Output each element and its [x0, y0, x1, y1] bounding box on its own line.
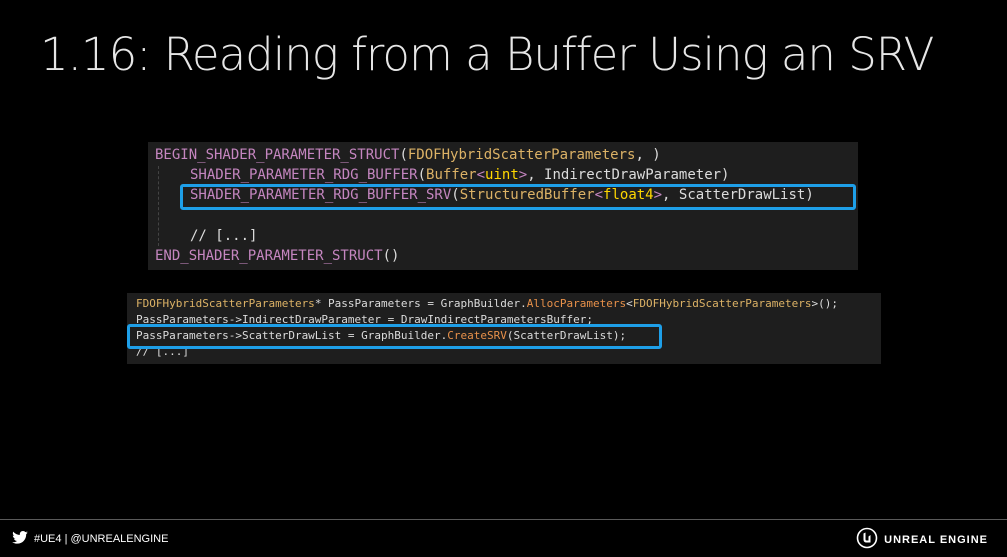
code-macro: SHADER_PARAMETER_RDG_BUFFER_SRV — [190, 187, 452, 203]
code-type: Buffer — [426, 167, 477, 183]
slide-title: 1.16: Reading from a Buffer Using an SRV — [40, 28, 934, 81]
code-text: (ScatterDrawList); — [506, 329, 627, 342]
code-line-rdg-buffer-srv: SHADER_PARAMETER_RDG_BUFFER_SRV(Structur… — [190, 187, 814, 203]
code-line-end-struct: END_SHADER_PARAMETER_STRUCT() — [155, 248, 399, 264]
code-macro: BEGIN_SHADER_PARAMETER_STRUCT — [155, 147, 400, 163]
code-line-create-srv: PassParameters->ScatterDrawList = GraphB… — [136, 329, 626, 342]
code-rest: () — [382, 248, 400, 264]
code-rest: , IndirectDrawParameter) — [527, 167, 730, 183]
footer-hashtag-text: #UE4 | @UNREALENGINE — [34, 533, 169, 545]
footer-brand-text: UNREAL ENGINE — [884, 533, 988, 546]
code-punct: ( — [451, 187, 460, 203]
code-line-indirect-draw-parameter: PassParameters->IndirectDrawParameter = … — [136, 313, 593, 326]
code-punct: >(); — [811, 297, 839, 310]
code-line-rdg-buffer: SHADER_PARAMETER_RDG_BUFFER(Buffer<uint>… — [190, 167, 729, 183]
footer-divider — [0, 519, 1007, 520]
graph-builder-code-block: FDOFHybridScatterParameters* PassParamet… — [127, 293, 881, 364]
footer-brand: UNREAL ENGINE — [856, 527, 988, 552]
code-punct: ( — [399, 147, 408, 163]
code-type-arg: uint — [485, 167, 519, 183]
code-function: CreateSRV — [447, 329, 507, 342]
code-punct: < — [594, 187, 604, 203]
footer-social: #UE4 | @UNREALENGINE — [12, 531, 168, 547]
code-punct: ( — [417, 167, 427, 183]
code-punct: > — [518, 167, 528, 183]
code-macro: SHADER_PARAMETER_RDG_BUFFER — [190, 167, 418, 183]
code-punct: < — [476, 167, 486, 183]
shader-parameter-struct-code-block: BEGIN_SHADER_PARAMETER_STRUCT(FDOFHybrid… — [148, 142, 858, 270]
code-type-arg: float4 — [603, 187, 654, 203]
code-type: FDOFHybridScatterParameters — [407, 147, 636, 163]
code-type: StructuredBuffer — [459, 187, 595, 203]
code-type: FDOFHybridScatterParameters — [136, 297, 315, 310]
code-type: FDOFHybridScatterParameters — [632, 297, 812, 310]
srv-highlight-box — [180, 184, 856, 210]
code-punct: > — [653, 187, 663, 203]
unreal-engine-logo-icon — [856, 527, 878, 552]
code-function: AllocParameters — [526, 297, 627, 310]
code-macro: END_SHADER_PARAMETER_STRUCT — [155, 248, 383, 264]
code-rest: , ) — [635, 147, 661, 163]
twitter-bird-icon — [12, 531, 28, 547]
code-punct: < — [626, 297, 633, 310]
code-text: * PassParameters = GraphBuilder. — [314, 297, 527, 310]
code-text: PassParameters->ScatterDrawList = GraphB… — [136, 329, 448, 342]
create-srv-highlight-box — [127, 324, 662, 349]
code-line-alloc-parameters: FDOFHybridScatterParameters* PassParamet… — [136, 297, 838, 310]
code-comment: // [...] — [190, 228, 258, 244]
indent-guide — [158, 166, 159, 246]
code-rest: , ScatterDrawList) — [662, 187, 814, 203]
code-line-begin-struct: BEGIN_SHADER_PARAMETER_STRUCT(FDOFHybrid… — [155, 147, 661, 163]
